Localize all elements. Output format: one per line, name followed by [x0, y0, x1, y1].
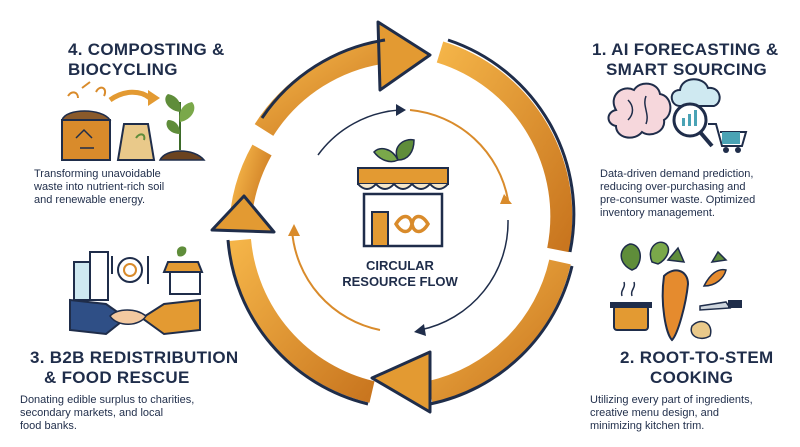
step2-desc-line2: creative menu design, and [590, 407, 720, 419]
step4-desc-line2: waste into nutrient-rich soil [34, 181, 165, 193]
step1-desc-line3: pre-consumer waste. Optimized [600, 194, 756, 206]
step4-title-line1: 4. COMPOSTING & [68, 40, 225, 59]
step1-desc-line1: Data-driven demand prediction, [600, 168, 754, 180]
compost-bin-bag-plant-icon [60, 81, 206, 161]
step2-desc-line1: Utilizing every part of ingredients, [590, 394, 753, 406]
arc-bottom [427, 259, 571, 403]
inner-cycle-ring [288, 104, 512, 336]
outer-cycle-arrows [210, 20, 576, 414]
storefront-icon [357, 138, 449, 248]
arrow-head-bottom [370, 350, 432, 414]
step1-desc-line4: inventory management. [600, 207, 715, 219]
step2-title-line1: 2. ROOT-TO-STEM [620, 348, 774, 367]
arc-left [229, 238, 375, 403]
handshake-buildings-store-icon [69, 246, 204, 336]
step3-desc-line1: Donating edible surplus to charities, [20, 394, 195, 406]
step2-title-line2: COOKING [650, 368, 734, 387]
step1-desc-line2: reducing over-purchasing and [600, 181, 746, 193]
step1-title-line2: SMART SOURCING [606, 60, 767, 79]
arrow-head-left [210, 194, 276, 234]
step4-desc-line1: Transforming unavoidable [34, 168, 161, 180]
step4-desc-line3: and renewable energy. [34, 194, 146, 206]
arc-top [254, 41, 390, 137]
step3-title-line2: & FOOD RESCUE [44, 368, 190, 387]
center-label-line1: CIRCULAR [366, 258, 434, 273]
step1-title-line1: 1. AI FORECASTING & [592, 40, 779, 59]
vegetables-pot-knife-icon [610, 241, 742, 342]
step3-title-line1: 3. B2B REDISTRIBUTION [30, 348, 239, 367]
center-label-line2: RESOURCE FLOW [342, 274, 458, 289]
ai-brain-cloud-cart-icon [607, 78, 748, 153]
step3-desc-line2: secondary markets, and local [20, 407, 164, 419]
step3-desc-line3: food banks. [20, 420, 77, 432]
arc-right [436, 41, 573, 253]
step4-title-line2: BIOCYCLING [68, 60, 178, 79]
arrow-head-top [376, 20, 432, 92]
step2-desc-line3: minimizing kitchen trim. [590, 420, 705, 432]
